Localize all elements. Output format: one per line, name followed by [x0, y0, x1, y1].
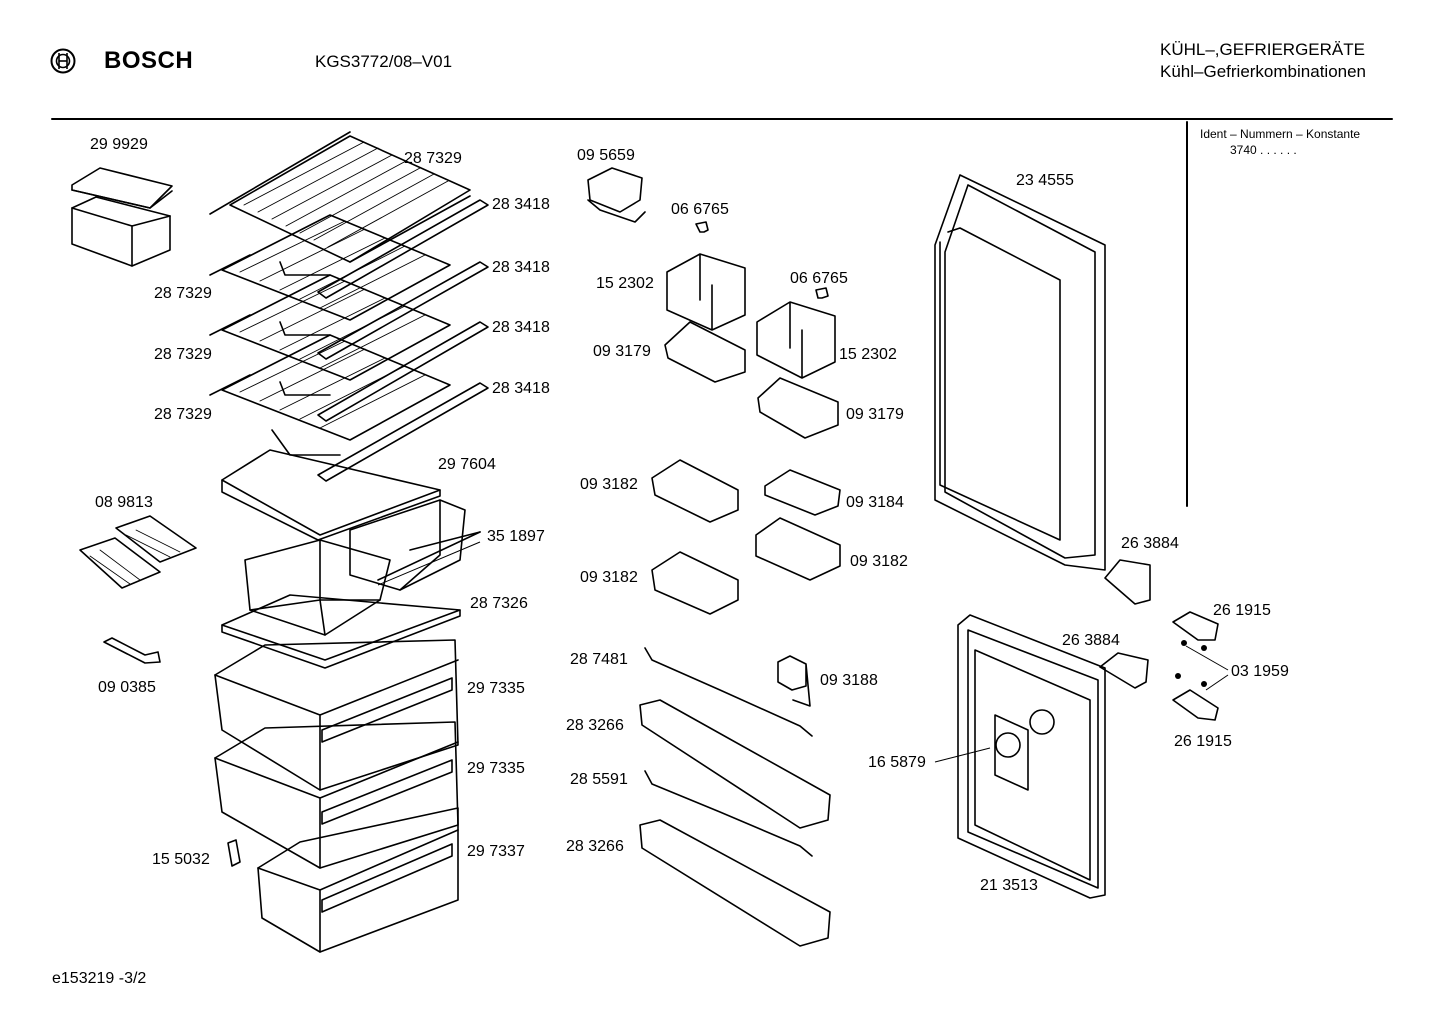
wire-shelf-4	[209, 334, 451, 456]
part-label: 09 3182	[580, 569, 638, 586]
screw-2	[815, 287, 829, 299]
part-label: 29 7337	[467, 843, 525, 860]
category-title: KÜHL–,GEFRIERGERÄTE	[1160, 40, 1365, 59]
washer-3	[1175, 673, 1181, 679]
part-label: 26 3884	[1121, 535, 1179, 552]
door-shelf-1	[639, 699, 831, 829]
part-label: 29 7604	[438, 456, 496, 473]
part-label: 28 7326	[470, 595, 528, 612]
part-label: 09 3182	[850, 553, 908, 570]
part-label: 03 1959	[1231, 663, 1289, 680]
hinge-cover-upper	[1104, 559, 1151, 605]
part-label: 06 6765	[790, 270, 848, 287]
door-tray-2	[757, 377, 839, 439]
part-label: 28 3266	[566, 838, 624, 855]
part-label: 29 9929	[90, 136, 148, 153]
hinge-upper	[1172, 611, 1219, 641]
rail-2	[644, 770, 813, 857]
part-label: 29 7335	[467, 680, 525, 697]
fridge-door	[957, 614, 1106, 899]
freezer-drawer-3	[257, 807, 459, 953]
bottle-shelf-3	[651, 551, 739, 615]
part-label: 28 7329	[154, 285, 212, 302]
category-subtitle: Kühl–Gefrierkombinationen	[1160, 62, 1367, 81]
part-label: 09 5659	[577, 147, 635, 164]
part-label: 09 3179	[593, 343, 651, 360]
drawing-id: e153219 -3/2	[52, 970, 147, 987]
part-label: 28 3266	[566, 717, 624, 734]
door-flap-2	[756, 301, 836, 379]
shelf-trims	[317, 199, 489, 482]
bosch-logo-icon	[50, 48, 76, 79]
part-label: 23 4555	[1016, 172, 1074, 189]
door-flap-1	[666, 253, 746, 331]
part-label: 35 1897	[487, 528, 545, 545]
ident-value: 3740 . . . . . .	[1230, 143, 1297, 157]
part-label: 08 9813	[95, 494, 153, 511]
part-label: 09 0385	[98, 679, 156, 696]
part-label: 28 3418	[492, 380, 550, 397]
ice-scoop	[103, 637, 161, 664]
brand-name: BOSCH	[104, 47, 194, 74]
washer-2	[1201, 645, 1207, 651]
wire-shelf-3	[209, 274, 451, 381]
model-number: KGS3772/08–V01	[315, 52, 453, 71]
part-label: 28 3418	[492, 196, 550, 213]
part-label: 28 5591	[570, 771, 628, 788]
small-part	[777, 655, 811, 707]
crisper-drawers	[244, 499, 481, 636]
part-label: 28 7329	[404, 150, 462, 167]
part-label: 26 1915	[1213, 602, 1271, 619]
part-label: 15 2302	[839, 346, 897, 363]
washer-1	[1181, 640, 1187, 646]
screw-1	[695, 221, 709, 233]
part-label: 28 3418	[492, 259, 550, 276]
part-label: 28 3418	[492, 319, 550, 336]
part-label: 15 2302	[596, 275, 654, 292]
washer-4	[1201, 681, 1207, 687]
part-label: 28 7329	[154, 346, 212, 363]
wire-shelf-top	[209, 131, 471, 263]
part-label: 09 3179	[846, 406, 904, 423]
bottle-shelf-2	[755, 517, 841, 581]
door-shelf-2	[639, 819, 831, 947]
part-label: 21 3513	[980, 877, 1038, 894]
door-tray-1	[664, 321, 746, 383]
part-label: 06 6765	[671, 201, 729, 218]
part-label: 09 3188	[820, 672, 878, 689]
freezer-door	[934, 174, 1106, 571]
freezer-drawer-1	[214, 639, 459, 791]
egg-tray	[764, 469, 841, 516]
part-label: 26 3884	[1062, 632, 1120, 649]
part-label: 09 3184	[846, 494, 904, 511]
part-label: 28 7329	[154, 406, 212, 423]
hinge-cover-lower	[1099, 652, 1149, 689]
part-label: 09 3182	[580, 476, 638, 493]
butter-box	[71, 167, 173, 267]
rail-1	[644, 647, 813, 737]
part-label: 28 7481	[570, 651, 628, 668]
glass-shelf	[221, 449, 441, 541]
bottle-shelf-1	[651, 459, 739, 523]
part-label: 16 5879	[868, 754, 926, 771]
hinge-lower	[1172, 689, 1219, 721]
wire-shelf-2	[209, 214, 451, 321]
ident-heading: Ident – Nummern – Konstante	[1200, 127, 1361, 141]
cover-plate	[221, 594, 461, 669]
butter-compartment-lid	[587, 167, 646, 223]
part-label: 29 7335	[467, 760, 525, 777]
part-label: 26 1915	[1174, 733, 1232, 750]
part-label: 15 5032	[152, 851, 210, 868]
drawer-clip	[227, 839, 241, 867]
ice-trays	[79, 515, 197, 589]
